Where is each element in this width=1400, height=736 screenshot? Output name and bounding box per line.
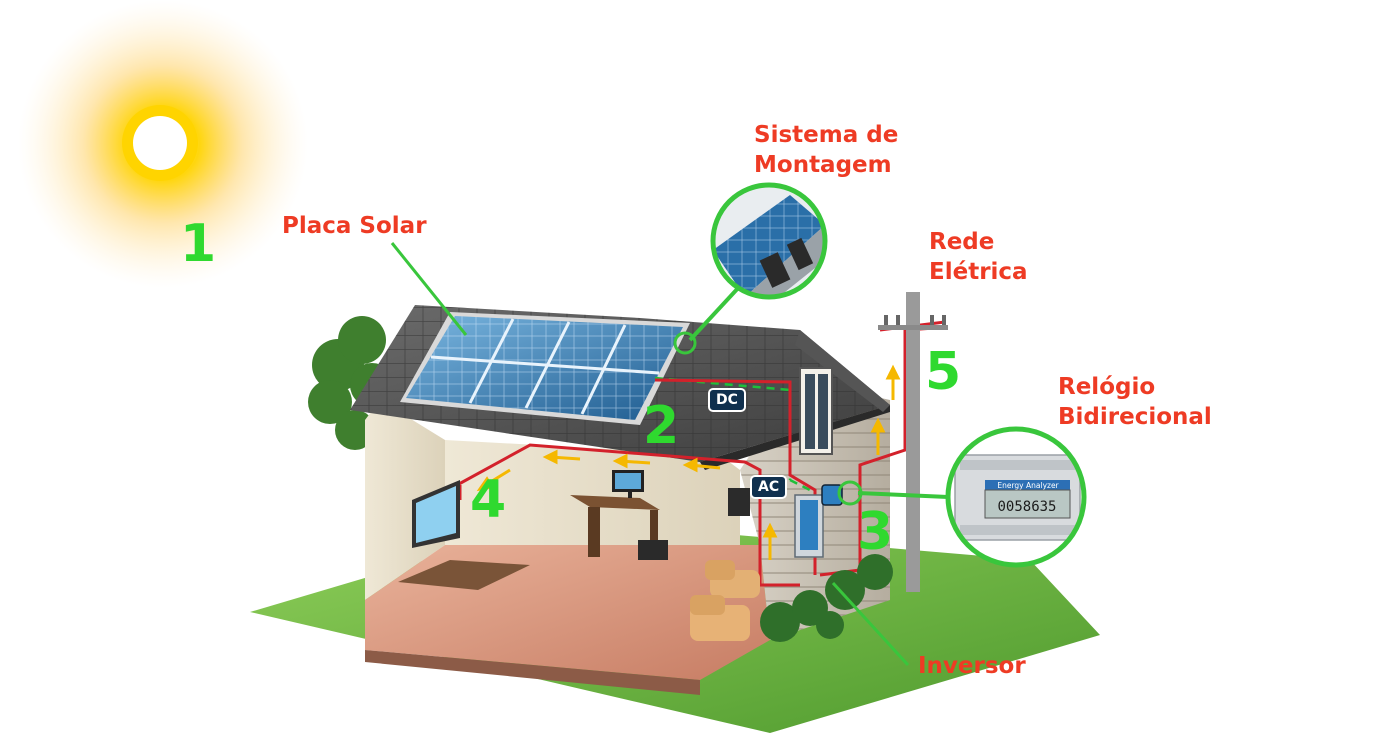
breaker-box-icon [728,488,750,516]
mounting-callout [673,182,828,355]
inverter-label: Inversor [918,653,1026,679]
meter-reading-text: 0058635 [997,499,1056,515]
bidirectional-meter-label-line2: Bidirecional [1058,404,1212,430]
dc-tag: DC [708,388,746,412]
meter-box-icon [821,484,843,506]
window [799,367,833,455]
meter-header-text: Energy Analyzer [997,481,1059,490]
sun-icon [18,0,308,288]
energy-flow-arrows [476,364,901,560]
grid-label-line2: Elétrica [929,259,1028,285]
mounting-system-label-line1: Sistema de [754,122,899,148]
tv-bench [398,560,530,590]
bush-icon [760,554,893,642]
armchair-icon [690,560,760,641]
solar-panel-icon [400,312,690,425]
house-floor-edge [365,650,700,695]
mounting-system-label: Sistema de Montagem [754,120,898,180]
step-number-sun: 1 [180,214,217,274]
bidirectional-meter-label: Relógio Bidirecional [1058,372,1212,432]
inverter-leader-line [831,581,910,667]
house-back-wall [445,440,740,545]
inverter-icon [794,494,824,558]
step-number-house: 4 [470,470,507,530]
bidirectional-meter-label-line1: Relógio [1058,374,1156,400]
step-number-panel: 2 [643,396,680,456]
ac-tag: AC [750,475,788,499]
grid-label: Rede Elétrica [929,227,1028,287]
mounting-system-label-line2: Montagem [754,152,892,178]
step-number-grid: 5 [925,342,962,402]
panel-leader-line [390,242,468,336]
house-left-wall [365,400,445,600]
grid-label-line1: Rede [929,229,995,255]
solar-panel-label: Placa Solar [282,213,427,239]
desk-computer-icon [570,470,668,560]
step-number-inverter: 3 [857,502,894,562]
meter-icon [948,429,1084,565]
meter-callout: Energy Analyzer 0058635 [837,426,1087,568]
tv-icon [412,480,460,548]
utility-pole-icon [878,292,948,592]
